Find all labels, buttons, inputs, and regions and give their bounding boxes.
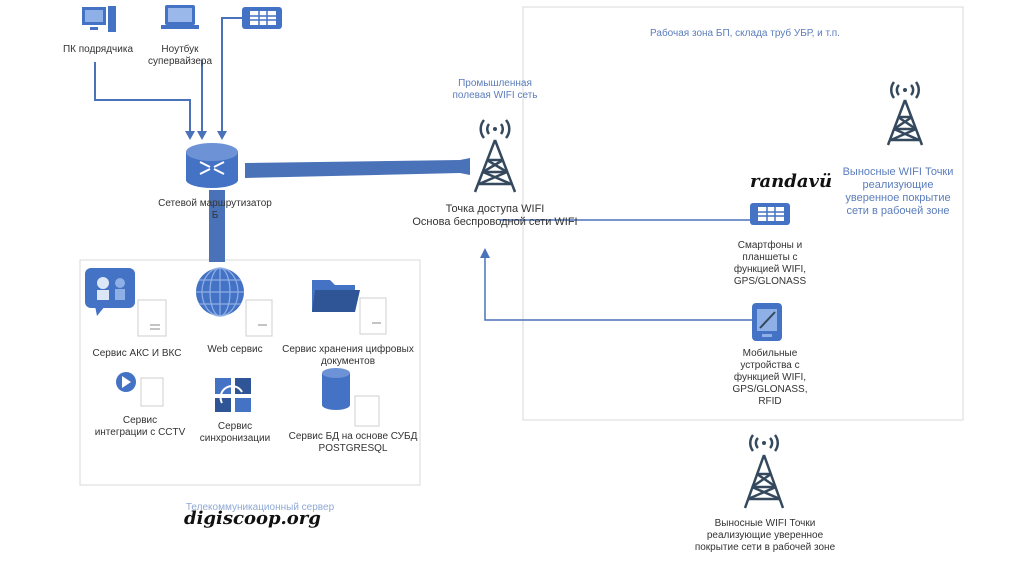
mobile-devices-label: Мобильные устройства с функцией WIFI, GP… (732, 348, 808, 407)
aks-service-icon (85, 268, 135, 316)
remote-tower-bottom (743, 434, 785, 509)
smartphones-label: Смартфоны и планшеты с функцией WIFI, GP… (733, 240, 807, 287)
db-service-label: Сервис БД на основе СУБД POSTGRESQL (288, 431, 418, 454)
web-doc-icon (245, 299, 273, 337)
cctv-service-label: Сервис интеграции с CCTV (94, 415, 186, 438)
laptop-icon (161, 5, 199, 29)
server-link (209, 190, 225, 262)
smartphone-tablet-icon (750, 203, 790, 225)
sync-service-label: Сервис синхронизации (199, 421, 271, 444)
notebook-label: Ноутбук супервайзера (147, 44, 213, 67)
work-zone-box (522, 6, 964, 421)
remote-ap-bottom-label: Выносные WIFI Точки реализующие уверенно… (694, 518, 836, 553)
aks-doc-icon (137, 299, 167, 337)
remote-tower-right (886, 81, 924, 146)
access-point-tower (473, 119, 517, 193)
cctv-play-icon (116, 372, 136, 392)
folder-icon (312, 280, 360, 312)
cctv-doc-icon (140, 377, 164, 407)
web-service-label: Web сервис (207, 344, 263, 355)
database-icon (322, 368, 350, 410)
pc-label: ПК подрядчика (62, 44, 134, 55)
pc-icon (82, 6, 116, 32)
server-box (79, 259, 421, 486)
storage-doc-icon (359, 297, 387, 335)
industrial-wifi-label: Промышленная полевая WIFI сеть (452, 78, 538, 101)
remote-ap-right-label: Выносные WIFI Точки реализующие уверенно… (842, 166, 954, 217)
db-doc-icon (354, 395, 380, 427)
telecom-server-label: Телекоммуникационный сервер (185, 502, 335, 513)
work-zone-label: Рабочая зона БП, склада труб УБР, и т.п. (650, 28, 840, 39)
storage-service-label: Сервис хранения цифровых документов (282, 344, 414, 367)
tablet-icon-top (242, 7, 282, 29)
aks-service-label: Сервис АКС И ВКС (92, 348, 182, 359)
mobile-device-icon (752, 303, 782, 341)
web-globe-icon (196, 267, 244, 317)
router-label: Сетевой маршрутизатор Б (158, 198, 272, 221)
backbone-link (245, 158, 470, 178)
watermark-bottom: digiscoop.org (184, 508, 321, 529)
access-point-label: Точка доступа WIFI Основа беспроводной с… (412, 203, 578, 228)
router-icon (186, 143, 238, 188)
watermark-top: randavü (750, 171, 833, 192)
device-links (94, 17, 242, 135)
sync-icon (215, 378, 251, 412)
